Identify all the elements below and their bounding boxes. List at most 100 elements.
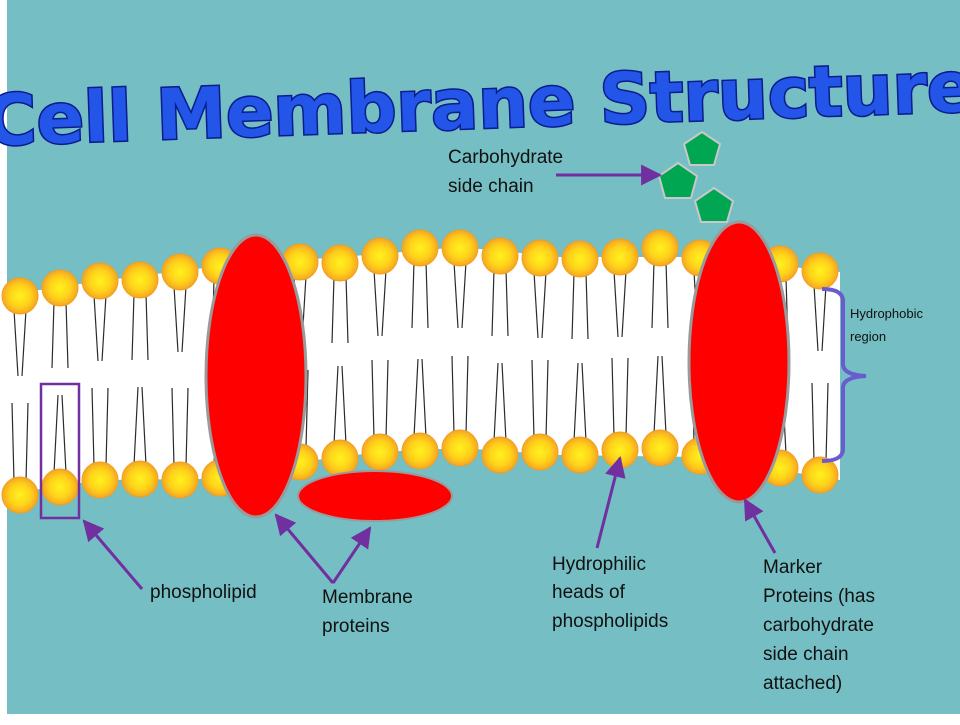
membrane-protein-peripheral	[297, 470, 453, 522]
membrane-protein-channel	[204, 233, 308, 519]
arrow-icon	[595, 455, 626, 549]
phospholipid-head-icon	[41, 468, 79, 506]
phospholipid-head-icon	[321, 244, 359, 282]
phospholipid-head-icon	[561, 240, 599, 278]
fatty-acid-tail-icon	[173, 285, 179, 353]
phospholipid-highlight-box	[39, 382, 81, 520]
phospholipid-head-icon	[121, 261, 159, 299]
fatty-acid-tail-icon	[625, 357, 629, 437]
fatty-acid-tail-icon	[491, 269, 495, 337]
fatty-acid-tail-icon	[571, 272, 575, 340]
phospholipid-head-icon	[121, 460, 159, 498]
fatty-acid-tail-icon	[665, 261, 669, 329]
phospholipid-head-icon	[1, 277, 39, 315]
fatty-acid-tail-icon	[621, 270, 627, 338]
phospholipid-head-icon	[81, 461, 119, 499]
marker-protein	[687, 220, 791, 504]
fatty-acid-tail-icon	[181, 285, 187, 353]
fatty-acid-tail-icon	[91, 387, 95, 467]
fatty-acid-tail-icon	[341, 365, 347, 445]
fatty-acid-tail-icon	[133, 386, 139, 466]
fatty-acid-tail-icon	[545, 359, 549, 439]
fatty-acid-tail-icon	[411, 261, 415, 329]
fatty-acid-tail-icon	[531, 359, 535, 439]
fatty-acid-tail-icon	[93, 294, 99, 362]
label-hydrophilic-heads: Hydrophilic heads of phospholipids	[552, 554, 668, 632]
label-marker-proteins: Marker Proteins (has carbohydrate side c…	[763, 557, 880, 694]
fatty-acid-tail-icon	[661, 355, 667, 435]
phospholipid-head-icon	[161, 461, 199, 499]
label-membrane-proteins: Membrane proteins	[322, 587, 418, 637]
fatty-acid-tail-icon	[611, 357, 615, 437]
fatty-acid-tail-icon	[51, 301, 55, 369]
fatty-acid-tail-icon	[131, 293, 135, 361]
fatty-acid-tail-icon	[61, 394, 67, 474]
fatty-acid-tail-icon	[105, 387, 109, 467]
phospholipid-head-icon	[361, 237, 399, 275]
fatty-acid-tail-icon	[451, 355, 455, 435]
fatty-acid-tail-icon	[493, 362, 499, 442]
fatty-acid-tail-icon	[345, 276, 349, 344]
label-carbohydrate-side-chain: Carbohydrate side chain	[448, 147, 568, 197]
phospholipid-head-icon	[1, 476, 39, 514]
phospholipid-head-icon	[161, 253, 199, 291]
fatty-acid-tail-icon	[651, 261, 655, 329]
fatty-acid-tail-icon	[333, 365, 339, 445]
fatty-acid-tail-icon	[581, 362, 587, 442]
fatty-acid-tail-icon	[821, 284, 827, 352]
fatty-acid-tail-icon	[461, 261, 467, 329]
fatty-acid-tail-icon	[825, 382, 829, 462]
fatty-acid-tail-icon	[453, 261, 459, 329]
fatty-acid-tail-icon	[813, 284, 819, 352]
fatty-acid-tail-icon	[421, 358, 427, 438]
fatty-acid-tail-icon	[653, 355, 659, 435]
fatty-acid-tail-icon	[373, 269, 379, 337]
fatty-acid-tail-icon	[331, 276, 335, 344]
carbohydrate-pentagon-icon	[682, 130, 722, 166]
phospholipid-head-icon	[801, 456, 839, 494]
phospholipid-head-icon	[401, 432, 439, 470]
phospholipid-head-icon	[641, 229, 679, 267]
fatty-acid-tail-icon	[381, 269, 387, 337]
phospholipid-head-icon	[521, 239, 559, 277]
phospholipid-head-icon	[481, 436, 519, 474]
arrow-icon	[274, 513, 335, 584]
fatty-acid-tail-icon	[371, 359, 375, 439]
phospholipid-head-icon	[641, 429, 679, 467]
phospholipid-head-icon	[41, 269, 79, 307]
fatty-acid-tail-icon	[13, 309, 19, 377]
fatty-acid-tail-icon	[171, 387, 175, 467]
phospholipid-head-icon	[81, 262, 119, 300]
phospholipid-head-icon	[561, 436, 599, 474]
fatty-acid-tail-icon	[811, 382, 815, 462]
fatty-acid-tail-icon	[53, 394, 59, 474]
phospholipid-head-icon	[441, 229, 479, 267]
curly-brace-icon	[821, 287, 867, 463]
phospholipid-head-icon	[441, 429, 479, 467]
carbohydrate-pentagon-icon	[693, 186, 735, 223]
fatty-acid-tail-icon	[145, 293, 149, 361]
bottom-white-edge	[0, 714, 960, 720]
fatty-acid-tail-icon	[65, 301, 69, 369]
fatty-acid-tail-icon	[505, 269, 509, 337]
fatty-acid-tail-icon	[573, 362, 579, 442]
phospholipid-head-icon	[601, 238, 639, 276]
fatty-acid-tail-icon	[585, 272, 589, 340]
fatty-acid-tail-icon	[533, 271, 539, 339]
fatty-acid-tail-icon	[305, 369, 309, 449]
phospholipid-head-icon	[401, 229, 439, 267]
phospholipid-head-icon	[321, 439, 359, 477]
fatty-acid-tail-icon	[613, 270, 619, 338]
phospholipid-head-icon	[521, 433, 559, 471]
phospholipid-head-icon	[361, 433, 399, 471]
carbohydrate-pentagon-icon	[657, 161, 699, 199]
fatty-acid-tail-icon	[21, 309, 27, 377]
phospholipid-head-icon	[801, 252, 839, 290]
fatty-acid-tail-icon	[11, 402, 15, 482]
fatty-acid-tail-icon	[25, 402, 29, 482]
fatty-acid-tail-icon	[501, 362, 507, 442]
fatty-acid-tail-icon	[413, 358, 419, 438]
arrow-icon	[743, 498, 777, 554]
fatty-acid-tail-icon	[465, 355, 469, 435]
